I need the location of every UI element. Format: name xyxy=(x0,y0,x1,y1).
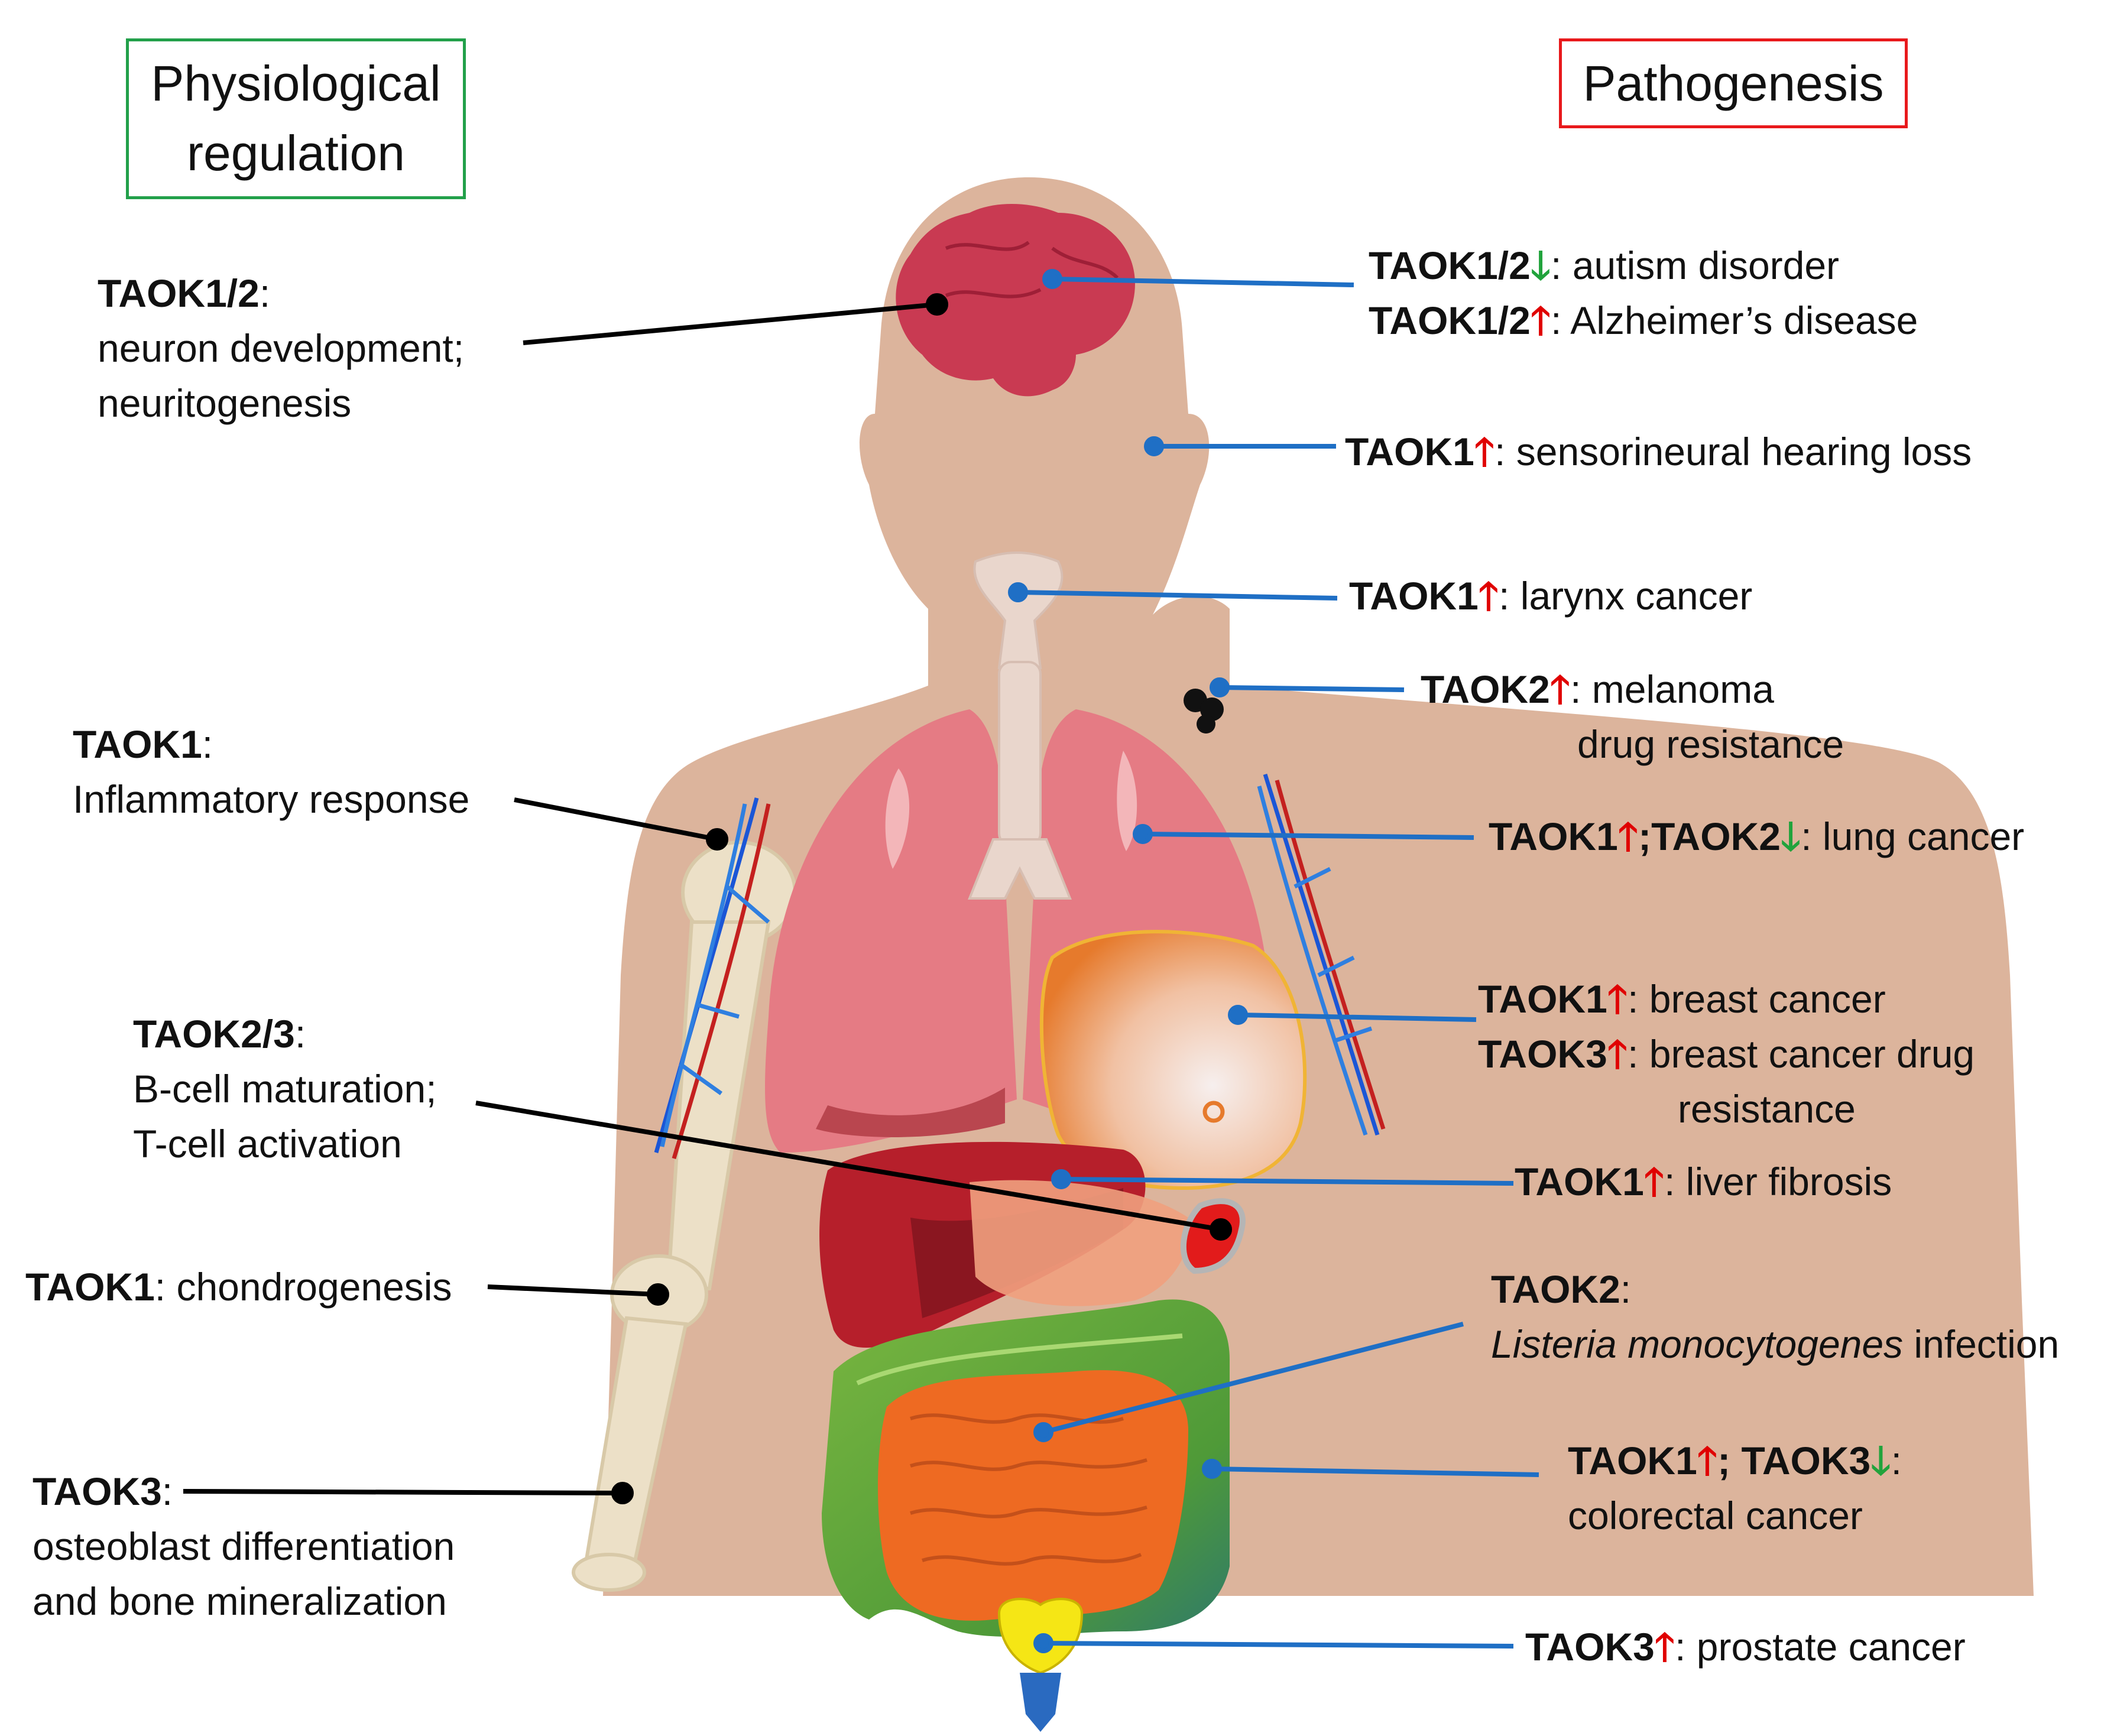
physio-text: osteoblast differentiation xyxy=(33,1524,455,1568)
up-arrow-icon: 🡑 xyxy=(1617,815,1639,858)
trachea-icon xyxy=(968,551,1072,900)
up-arrow-icon: 🡑 xyxy=(1643,1160,1665,1203)
gene-name: TAOK1 xyxy=(1349,574,1479,618)
gene-name: TAOK1 xyxy=(1489,815,1618,858)
patho-label-ear: TAOK1🡑: sensorineural hearing loss xyxy=(1345,424,1972,479)
disease-text: drug resistance xyxy=(1577,722,1844,766)
header-left-line2: regulation xyxy=(187,125,405,181)
patho-label-brain: TAOK1/2🡓: autism disorder TAOK1/2🡑: Alzh… xyxy=(1369,238,1918,348)
gene-name: TAOK1 xyxy=(73,722,202,766)
patho-label-listeria: TAOK2: Listeria monocytogenes infection xyxy=(1491,1267,2060,1366)
disease-text: infection xyxy=(1903,1322,2060,1366)
gene-name: TAOK1/2 xyxy=(98,271,260,315)
gene-name: TAOK1 xyxy=(1568,1439,1697,1482)
up-arrow-icon: 🡑 xyxy=(1607,1032,1628,1076)
disease-text: : sensorineural hearing loss xyxy=(1494,430,1972,473)
pathogenesis-leader-lines xyxy=(1008,269,1539,1653)
physio-text: T-cell activation xyxy=(133,1122,402,1166)
up-arrow-icon: 🡑 xyxy=(1697,1439,1718,1482)
up-arrow-icon: 🡑 xyxy=(1549,667,1571,711)
liver-icon xyxy=(819,1141,1189,1348)
patho-label-colorectal: TAOK1🡑; TAOK3🡓: colorectal cancer xyxy=(1568,1433,1902,1543)
gene-name: TAOK1 xyxy=(25,1265,155,1309)
patho-label-liver: TAOK1🡑: liver fibrosis xyxy=(1515,1154,1892,1209)
physio-text: and bone mineralization xyxy=(33,1579,447,1623)
down-arrow-icon: 🡓 xyxy=(1780,815,1801,858)
up-arrow-icon: 🡑 xyxy=(1530,298,1551,342)
disease-text: : lung cancer xyxy=(1801,815,2025,858)
pathogen-name: Listeria monocytogenes xyxy=(1491,1322,1904,1366)
disease-text: : liver fibrosis xyxy=(1664,1160,1892,1203)
up-arrow-icon: 🡑 xyxy=(1474,430,1495,473)
down-arrow-icon: 🡓 xyxy=(1530,244,1551,287)
brain-icon xyxy=(896,204,1135,397)
physiological-leader-lines xyxy=(183,293,1232,1504)
physio-text: neuritogenesis xyxy=(98,381,352,425)
gene-name: TAOK2 xyxy=(1491,1267,1620,1311)
disease-text: resistance xyxy=(1678,1087,1856,1131)
melanoma-icon xyxy=(1184,689,1224,734)
gene-name: TAOK2/3 xyxy=(133,1012,295,1056)
prostate-icon xyxy=(997,1598,1084,1732)
small-intestine-icon xyxy=(878,1370,1188,1621)
gene-name: TAOK2 xyxy=(1421,667,1550,711)
gene-name: TAOK1 xyxy=(1345,430,1474,473)
patho-label-larynx: TAOK1🡑: larynx cancer xyxy=(1349,569,1752,624)
patho-label-breast: TAOK1🡑: breast cancer TAOK3🡑: breast can… xyxy=(1478,972,1975,1137)
gene-name: TAOK3 xyxy=(1478,1032,1607,1076)
physiological-regulation-header: Physiological regulation xyxy=(126,38,466,199)
gene-name: TAOK1/2 xyxy=(1369,244,1531,287)
physio-text: Inflammatory response xyxy=(73,777,470,821)
down-arrow-icon: 🡓 xyxy=(1870,1439,1891,1482)
header-left-line1: Physiological xyxy=(151,56,441,111)
physio-label-neuron: TAOK1/2: neuron development; neuritogene… xyxy=(98,266,464,431)
physio-label-chondrogenesis: TAOK1: chondrogenesis xyxy=(25,1265,452,1309)
up-arrow-icon: 🡑 xyxy=(1478,574,1499,618)
patho-label-melanoma: TAOK2🡑: melanoma drug resistance xyxy=(1421,662,1844,772)
disease-text: : breast cancer xyxy=(1628,977,1886,1021)
disease-text: : melanoma xyxy=(1570,667,1774,711)
gene-name: TAOK1 xyxy=(1515,1160,1644,1203)
gene-name: TAOK1 xyxy=(1478,977,1607,1021)
patho-label-lung: TAOK1🡑;TAOK2🡓: lung cancer xyxy=(1489,815,2025,858)
physio-text: chondrogenesis xyxy=(166,1265,452,1309)
blood-vessels-right-icon xyxy=(1257,773,1386,1136)
disease-text: colorectal cancer xyxy=(1568,1494,1863,1537)
gene-name: TAOK3 xyxy=(1741,1439,1871,1482)
disease-text: : prostate cancer xyxy=(1675,1625,1966,1669)
physio-text: B-cell maturation; xyxy=(133,1067,437,1111)
physio-label-immune: TAOK2/3: B-cell maturation; T-cell activ… xyxy=(133,1007,437,1172)
physio-label-osteoblast: TAOK3: osteoblast differentiation and bo… xyxy=(33,1464,455,1629)
pathogenesis-header: Pathogenesis xyxy=(1559,38,1908,128)
patho-label-prostate: TAOK3🡑: prostate cancer xyxy=(1525,1620,1966,1675)
disease-text: : Alzheimer’s disease xyxy=(1551,298,1918,342)
up-arrow-icon: 🡑 xyxy=(1654,1625,1675,1669)
disease-text: : breast cancer drug xyxy=(1628,1032,1975,1076)
blood-vessels-left-icon xyxy=(654,797,771,1160)
physio-label-inflammatory: TAOK1: Inflammatory response xyxy=(73,717,469,827)
gene-name: TAOK3 xyxy=(1525,1625,1655,1669)
gene-name: TAOK2 xyxy=(1651,815,1781,858)
disease-text: : autism disorder xyxy=(1551,244,1840,287)
up-arrow-icon: 🡑 xyxy=(1607,977,1628,1021)
header-right: Pathogenesis xyxy=(1583,56,1884,111)
gene-name: TAOK3 xyxy=(33,1469,162,1513)
disease-text: : larynx cancer xyxy=(1499,574,1753,618)
breast-icon xyxy=(1039,930,1307,1190)
physio-text: neuron development; xyxy=(98,326,465,370)
gene-name: TAOK1/2 xyxy=(1369,298,1531,342)
